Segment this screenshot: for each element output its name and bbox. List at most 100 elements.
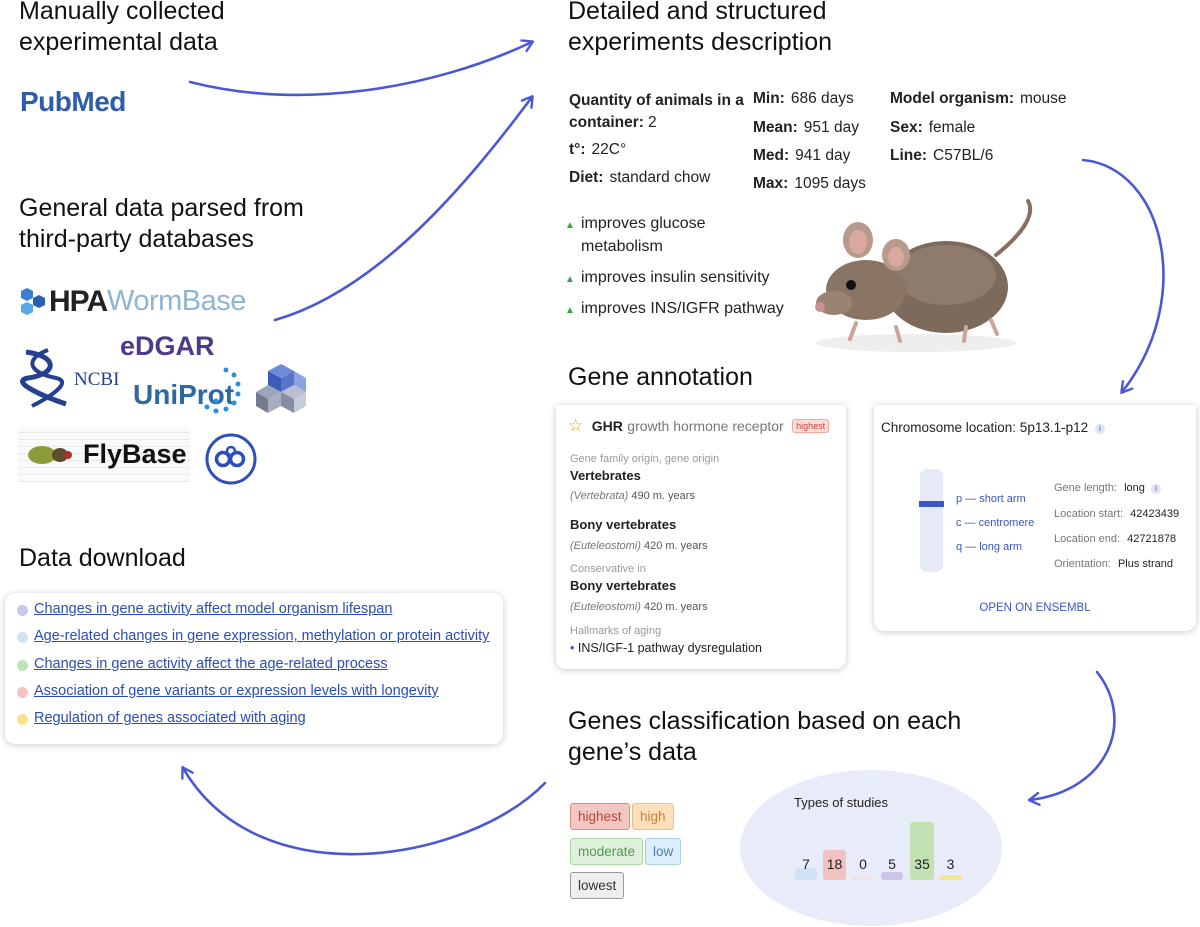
gene-length-value: long — [1124, 482, 1145, 494]
download-link[interactable]: Changes in gene activity affect the age-… — [34, 655, 388, 672]
fly-icon — [28, 446, 72, 464]
arrow-manual-to-detailed — [188, 42, 532, 97]
chromosome-gene-marker — [919, 501, 944, 507]
location-end-value: 42721878 — [1127, 533, 1177, 545]
section-title-classification: Genes classification based on each gene’… — [568, 707, 962, 766]
up-triangle-icon: ▲ — [565, 305, 575, 316]
diet-field: Diet:standard chow — [569, 169, 710, 187]
sex-value: female — [928, 119, 976, 136]
badge-lowest: lowest — [570, 872, 625, 899]
hpa-logo-text: HPA — [49, 285, 108, 318]
origin-family-age: 490 m. years — [631, 490, 695, 502]
temperature-field: t°:22C° — [569, 141, 626, 159]
chromosome-card: Chromosome location: 5p13.1-p12 i p — sh… — [874, 405, 1196, 631]
info-icon[interactable]: i — [1150, 484, 1161, 494]
location-end-label: Location end: — [1054, 533, 1121, 545]
section-title-detailed: Detailed and structured experiments desc… — [568, 0, 833, 56]
chart-bar-value: 3 — [946, 856, 955, 872]
download-link[interactable]: Association of gene variants or expressi… — [34, 682, 439, 699]
chart-bar — [881, 871, 903, 880]
section-title-manual: Manually collected experimental data — [19, 0, 225, 56]
gene-symbol: GHR — [591, 418, 623, 434]
chart-bar-value: 35 — [914, 856, 930, 872]
section-title-general: General data parsed from third-party dat… — [19, 194, 304, 253]
download-category-dot — [17, 659, 28, 671]
hallmarks-caption: Hallmarks of aging — [570, 625, 662, 637]
download-category-dot — [17, 686, 28, 698]
badge-moderate: moderate — [570, 838, 644, 865]
organism-field: Model organism:mouse — [890, 90, 1067, 108]
origin-gene-age: 420 m. years — [643, 540, 708, 552]
min-value: 686 days — [790, 90, 854, 107]
section-title-download: Data download — [19, 544, 186, 572]
orientation-field: Orientation: Plus strand — [1054, 558, 1173, 570]
info-icon[interactable]: i — [1094, 424, 1105, 434]
effect-item: ▲ improves insulin sensitivity — [565, 266, 784, 289]
quantity-value: 2 — [647, 114, 657, 131]
uniprot-dots-icon — [204, 367, 241, 414]
mean-value: 951 day — [803, 119, 859, 136]
download-link[interactable]: Age-related changes in gene expression, … — [34, 628, 490, 645]
sex-label: Sex: — [890, 119, 923, 136]
hallmark-text: INS/IGF-1 pathway dysregulation — [577, 641, 762, 655]
conservative-value: Bony vertebrates — [570, 578, 677, 593]
download-link[interactable]: Regulation of genes associated with agin… — [34, 710, 306, 727]
hpa-logo: HPA — [19, 285, 108, 319]
download-category-dot — [17, 605, 28, 616]
orientation-value: Plus strand — [1117, 558, 1173, 570]
mean-field: Mean:951 day — [753, 119, 859, 137]
open-ensembl-link[interactable]: OPEN ON ENSEMBL — [979, 602, 1091, 614]
chart-title: Types of studies — [794, 795, 888, 810]
diet-value: standard chow — [609, 169, 711, 186]
pubmed-logo-pub: Pub — [20, 86, 72, 117]
gene-header: ☆ GHR growth hormone receptor highest — [568, 416, 830, 436]
ncbi-helix-icon — [20, 348, 67, 408]
origin-caption: Gene family origin, gene origin — [570, 453, 720, 465]
edgar-logo: eDGAR — [120, 331, 215, 361]
min-field: Min:686 days — [753, 90, 854, 108]
arrow-detailed-to-annotation — [1081, 158, 1165, 392]
pubmed-logo-med: Med — [71, 86, 126, 117]
effect-item: ▲ improves INS/IGFR pathway — [565, 297, 784, 320]
line-value: C57BL/6 — [933, 147, 994, 164]
max-value: 1095 days — [794, 175, 866, 192]
location-end-field: Location end: 42721878 — [1054, 533, 1176, 545]
chart-bar — [939, 875, 962, 880]
gene-length-label: Gene length: — [1054, 482, 1117, 494]
chart-bar-value: 18 — [826, 856, 843, 872]
gene-name: growth hormone receptor — [627, 418, 784, 434]
conservative-age: 420 m. years — [643, 601, 708, 613]
up-triangle-icon: ▲ — [565, 220, 575, 231]
bullet-icon: • — [570, 641, 575, 655]
arrow-annotation-to-classification — [1030, 670, 1116, 800]
download-link[interactable]: Changes in gene activity affect model or… — [34, 601, 393, 617]
download-category-dot — [17, 714, 28, 726]
q-arm-legend: q — long arm — [956, 541, 1023, 553]
pubmed-logo: PubMed — [20, 86, 170, 138]
gene-length-field: Gene length: long i — [1054, 482, 1161, 494]
cubes-logo-icon — [256, 364, 306, 413]
conservative-latin: (Euteleostomi) — [570, 601, 641, 613]
effect-text: improves insulin sensitivity — [581, 269, 770, 286]
origin-gene-detail: (Euteleostomi) 420 m. years — [570, 540, 708, 552]
star-icon[interactable]: ☆ — [568, 416, 584, 435]
median-field: Med:941 day — [753, 147, 850, 165]
badge-low: low — [645, 838, 682, 865]
studies-chart-background — [740, 770, 1002, 926]
arrow-classification-to-download — [183, 768, 547, 856]
origin-family: Vertebrates — [570, 468, 641, 483]
hallmark-item: • INS/IGF-1 pathway dysregulation — [570, 641, 762, 655]
line-label: Line: — [890, 147, 928, 164]
temperature-label: t°: — [569, 141, 586, 158]
chart-bar-value: 5 — [888, 856, 896, 872]
organism-value: mouse — [1020, 90, 1067, 107]
section-title-annotation: Gene annotation — [568, 363, 753, 391]
ncbi-logo — [18, 346, 74, 415]
chromosome-graphic — [920, 469, 943, 572]
up-triangle-icon: ▲ — [565, 274, 575, 285]
centromere-legend: c — centromere — [956, 517, 1035, 529]
gene-confidence-badge: highest — [792, 419, 830, 433]
origin-family-latin: (Vertebrata) — [570, 490, 629, 502]
origin-gene: Bony vertebrates — [570, 517, 677, 532]
